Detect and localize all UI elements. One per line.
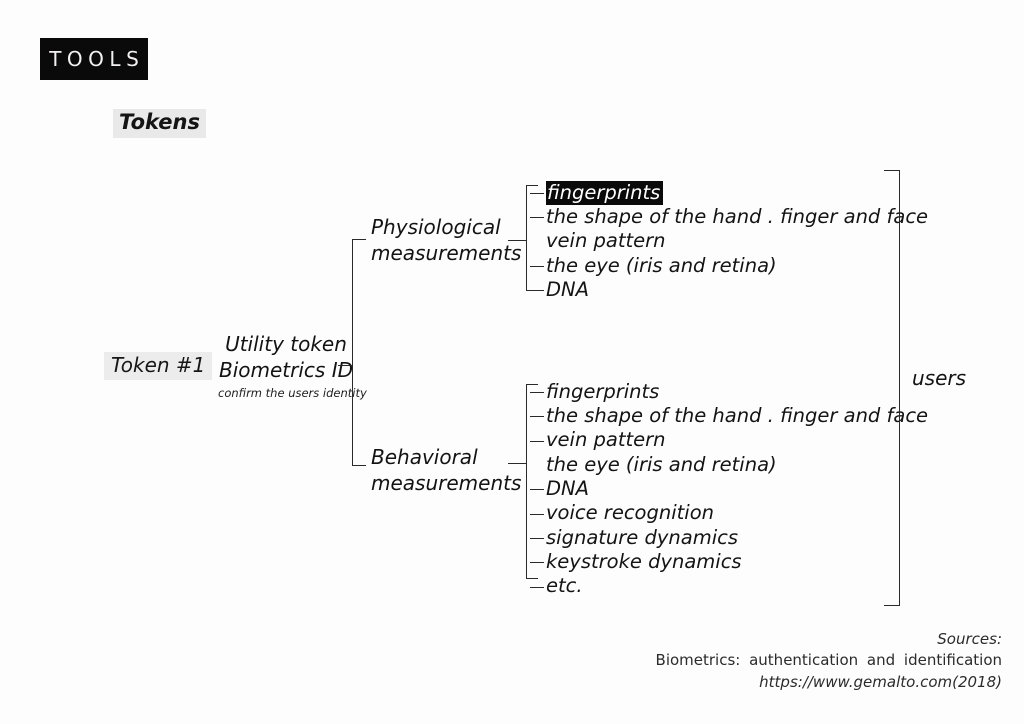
token-chip: Token #1 xyxy=(104,352,213,380)
tree-leaf-behavioral-5: voice recognition xyxy=(546,501,928,525)
branch-label-behavioral-line-1: Behavioral xyxy=(371,445,478,469)
tree-leaf-behavioral-4: DNA xyxy=(546,477,928,501)
tree-leaf-behavioral-1: the shape of the hand . finger and face xyxy=(546,404,928,428)
sources-reference: Biometrics: authentication and identific… xyxy=(655,651,1002,670)
physiological-group-bracket xyxy=(526,185,538,291)
root-connector-stem xyxy=(338,365,353,366)
tree-leaf-behavioral-8: etc. xyxy=(546,574,928,598)
users-outcome-label: users xyxy=(912,366,967,390)
bracket-tick xyxy=(530,290,544,292)
tree-leaf-physiological-1: the shape of the hand . finger and face xyxy=(546,205,928,229)
bracket-tick xyxy=(530,392,544,394)
tree-leaf-label: DNA xyxy=(546,278,589,302)
branch-label-physiological: Physiological measurements xyxy=(371,214,521,267)
tree-leaf-label: fingerprints xyxy=(546,379,660,403)
bracket-tick xyxy=(530,586,544,588)
tree-leaf-behavioral-2: vein pattern xyxy=(546,429,928,453)
branch-label-behavioral: Behavioral measurements xyxy=(371,444,521,497)
branch-label-behavioral-line-2: measurements xyxy=(371,471,522,496)
bracket-tick xyxy=(530,562,544,564)
behavioral-group-bracket xyxy=(526,384,538,579)
tree-leaf-label: voice recognition xyxy=(546,501,714,525)
section-title-tokens: Tokens xyxy=(113,109,206,138)
tools-logo-text: TOOLS xyxy=(49,47,145,71)
bracket-tick xyxy=(530,416,544,418)
tree-leaf-label: keystroke dynamics xyxy=(546,549,742,573)
bracket-tick xyxy=(530,440,544,442)
tree-leaf-label: the eye (iris and retina) xyxy=(546,253,777,277)
root-title-line-1: Utility token xyxy=(225,332,347,356)
tree-leaf-label: signature dynamics xyxy=(546,525,739,549)
tree-leaf-physiological-3: the eye (iris and retina) xyxy=(546,254,928,278)
tree-leaf-label: the shape of the hand . finger and face xyxy=(546,205,929,229)
bracket-tick xyxy=(530,513,544,515)
bracket-tick xyxy=(530,489,544,491)
root-label-block: Utility token Biometrics ID confirm the … xyxy=(218,332,367,401)
users-outcome-bracket xyxy=(884,170,900,606)
sources-url: https://www.gemalto.com(2018) xyxy=(759,672,1002,691)
tree-leaf-behavioral-7: keystroke dynamics xyxy=(546,550,928,574)
main-branch-bracket xyxy=(352,239,366,466)
branch-label-physiological-line-2: measurements xyxy=(371,241,522,266)
bracket-tick xyxy=(530,266,544,268)
sources-heading: Sources: xyxy=(937,630,1002,648)
tree-leaf-label: the shape of the hand . finger and face xyxy=(546,404,929,428)
tree-leaf-physiological-2: vein pattern xyxy=(546,230,928,254)
tree-leaf-behavioral-0: fingerprints xyxy=(546,380,928,404)
tools-logo-badge: TOOLS xyxy=(40,38,148,80)
physiological-connector-stem xyxy=(508,240,527,241)
tree-leaf-physiological-4: DNA xyxy=(546,278,928,302)
sources-block: Sources: Biometrics: authentication and … xyxy=(302,629,1002,693)
tree-leaf-label: the eye (iris and retina) xyxy=(546,452,777,476)
bracket-tick xyxy=(530,193,544,195)
branch-label-physiological-line-1: Physiological xyxy=(371,215,501,239)
tree-leaf-label: vein pattern xyxy=(546,428,666,452)
tree-leaf-label: etc. xyxy=(546,574,583,598)
tree-leaf-behavioral-6: signature dynamics xyxy=(546,526,928,550)
tree-leaf-label-highlighted: fingerprints xyxy=(546,180,664,206)
tree-leaf-physiological-0: fingerprints xyxy=(546,180,928,206)
tree-leaf-behavioral-3: the eye (iris and retina) xyxy=(546,453,928,477)
root-title-line-2: Biometrics ID xyxy=(219,357,353,382)
bracket-tick xyxy=(530,537,544,539)
bracket-tick xyxy=(530,217,544,219)
root-subtitle: confirm the users identity xyxy=(218,386,367,401)
tree-leaf-label: vein pattern xyxy=(546,229,666,253)
behavioral-connector-stem xyxy=(508,463,527,464)
tree-leaf-label: DNA xyxy=(546,477,589,501)
